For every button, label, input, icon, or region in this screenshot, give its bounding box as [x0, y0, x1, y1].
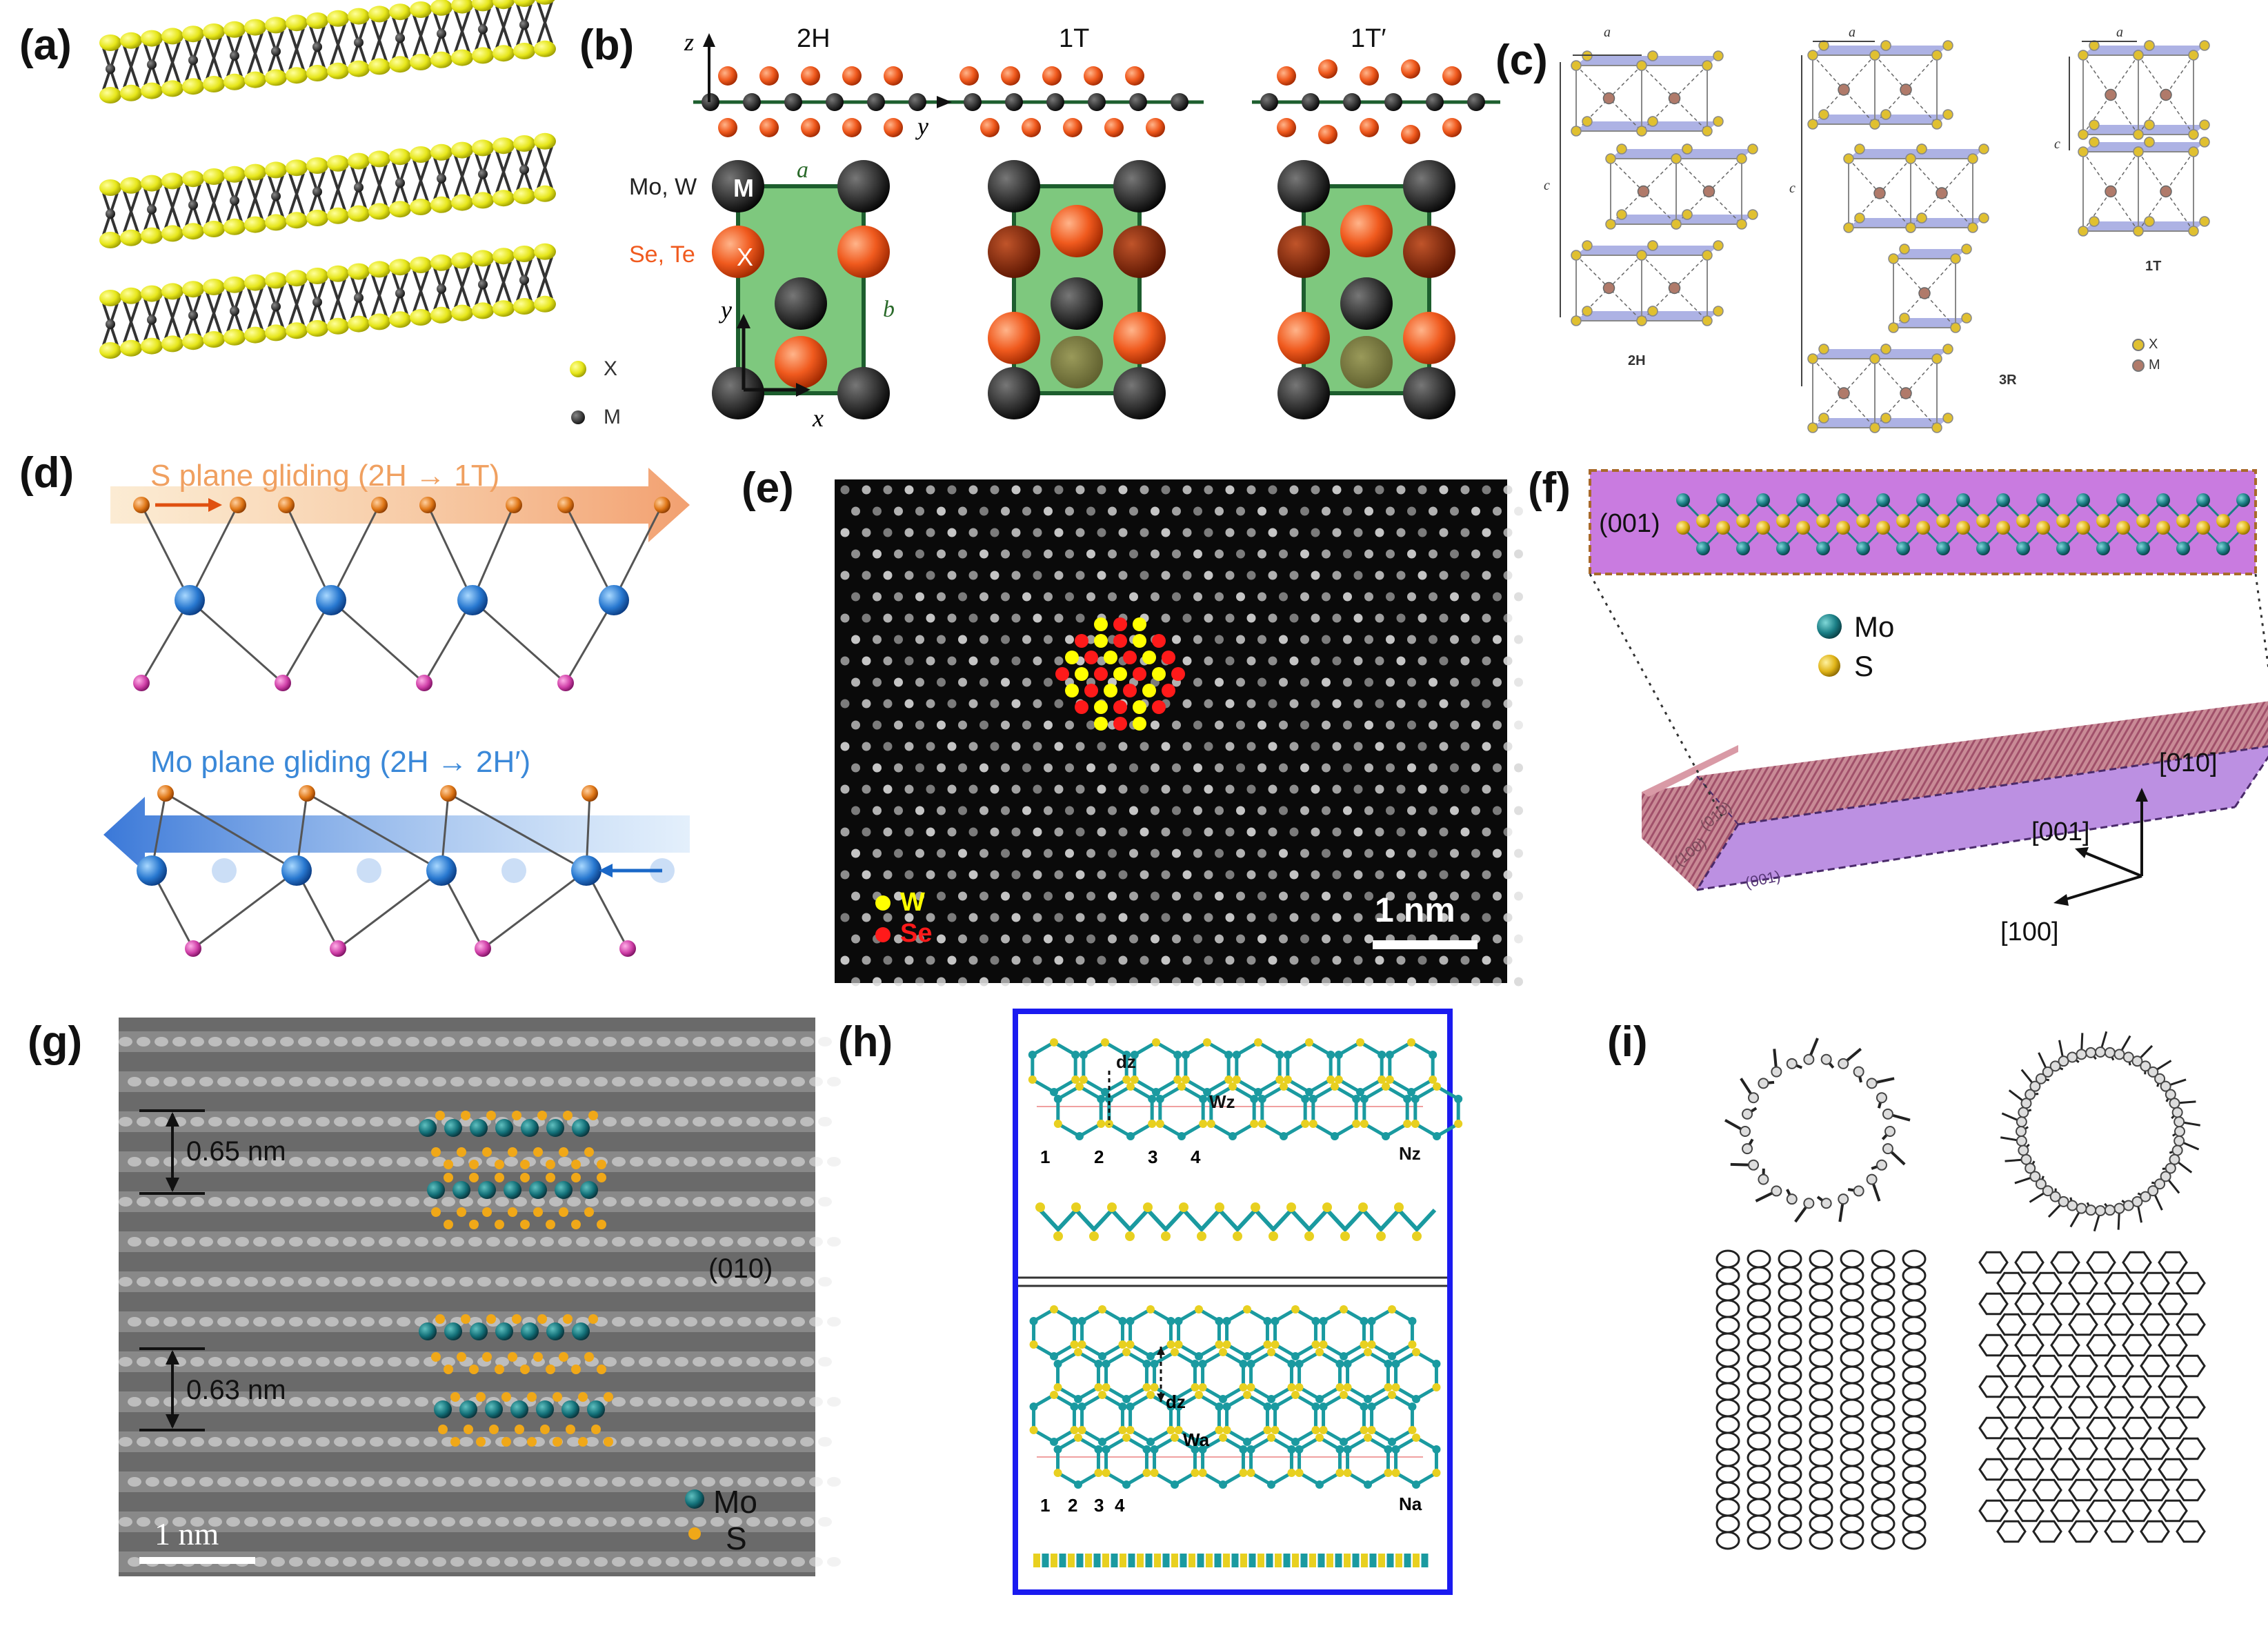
panel-c: 2H 3R 1T a a a c c c X M: [0, 0, 2268, 448]
index-2-top: 2: [1094, 1147, 1104, 1167]
panel-label-h: (h): [838, 1018, 893, 1066]
index-3-top: 3: [1148, 1147, 1158, 1167]
panel-label-e: (e): [742, 464, 794, 512]
metal-label: Mo, W: [629, 174, 697, 200]
spacing-top-label: 0.65 nm: [186, 1136, 286, 1167]
cell-x-axis-label: x: [813, 404, 824, 432]
s-plane-gliding-title: S plane gliding (2H → 1T): [150, 459, 500, 493]
panel-label-f: (f): [1528, 464, 1571, 512]
spacing-bottom-label: 0.63 nm: [186, 1375, 286, 1405]
axis-y-label: y: [917, 112, 928, 140]
phase-1t-prime-title: 1T′: [1351, 24, 1386, 53]
panel-label-d: (d): [19, 449, 74, 497]
lattice-a-label-2h: a: [1604, 25, 1611, 40]
index-3-bottom: 3: [1094, 1495, 1104, 1516]
panel-d: S plane gliding (2H → 1T) Mo plane glidi…: [0, 448, 759, 993]
legend-m-label: M: [604, 406, 621, 428]
legend-m-label-c: M: [2149, 357, 2160, 373]
panel-h: dz Wz Nz 1 2 3 4 dz Wa Na 1 2 3 4: [1013, 1009, 1463, 1595]
inset-plane-label: (001): [1599, 509, 1660, 538]
axis-z-label: z: [684, 28, 695, 56]
scale-bar-label-g: 1 nm: [155, 1516, 219, 1551]
phase-structures-diagram: [693, 33, 1500, 419]
legend-x-label: X: [604, 357, 618, 380]
legend-mo-label-f: Mo: [1854, 611, 1895, 643]
panel-label-a: (a): [19, 21, 72, 69]
cell-y-axis-label: y: [721, 296, 732, 324]
legend-s-label-f: S: [1854, 650, 1874, 682]
lattice-c-label-2h: c: [1544, 178, 1550, 193]
nanotube-structures-diagram: [1715, 1031, 2206, 1550]
polytype-unit-cells-diagram: [1560, 40, 2210, 433]
index-2-bottom: 2: [1068, 1495, 1078, 1516]
metal-symbol: M: [733, 174, 754, 202]
width-label-top: Wz: [1209, 1091, 1235, 1112]
hrtem-image-mos2: [119, 1018, 841, 1576]
layered-structure-illustration: [99, 0, 586, 424]
polytype-3r-label: 3R: [1999, 373, 2017, 388]
lattice-c-label-3r: c: [1789, 181, 1796, 196]
phase-2h-title: 2H: [797, 24, 830, 53]
polytype-2h-label: 2H: [1628, 353, 1646, 368]
index-1-top: 1: [1040, 1147, 1051, 1167]
chalcogen-label: Se, Te: [629, 241, 695, 268]
direction-100-label: [100]: [2000, 918, 2059, 946]
cell-b-label: b: [883, 297, 895, 322]
panel-e: W Se 1 nm: [835, 479, 1523, 986]
panel-label-c: (c): [1495, 37, 1548, 84]
legend-x-label-c: X: [2149, 337, 2158, 352]
legend-se-label: Se: [900, 919, 933, 948]
cell-a-label: a: [797, 157, 808, 183]
phase-1t-title: 1T: [1059, 24, 1090, 53]
n-label-bottom: Na: [1399, 1494, 1422, 1514]
dz-label-bottom: dz: [1166, 1391, 1186, 1412]
panel-label-g: (g): [28, 1018, 83, 1066]
nanoribbon-edges-diagram: [1013, 1009, 1463, 1595]
stem-image-wse2: [835, 479, 1523, 986]
mo-plane-gliding-title: Mo plane gliding (2H → 2H′): [150, 745, 531, 779]
panel-label-b: (b): [579, 21, 635, 69]
plane-010-label: (010): [708, 1253, 773, 1284]
width-label-bottom: Wa: [1183, 1429, 1210, 1450]
panel-f: (001) Mo S (010) (100) (001) [010] [001]…: [1518, 448, 2268, 973]
direction-001-label: [001]: [2031, 817, 2090, 846]
lattice-a-label-1t: a: [2116, 25, 2123, 40]
plane-gliding-diagram: [103, 468, 690, 957]
lattice-c-label-1t: c: [2054, 137, 2060, 152]
panel-g: 0.65 nm 0.63 nm (010) Mo S 1 nm: [119, 1018, 841, 1576]
nanoribbon-orientation-diagram: [1589, 469, 2268, 906]
n-label-top: Nz: [1399, 1143, 1421, 1164]
panel-label-i: (i): [1607, 1018, 1648, 1066]
direction-010-label: [010]: [2159, 748, 2218, 777]
polytype-1t-label: 1T: [2145, 259, 2162, 274]
lattice-a-label-3r: a: [1849, 25, 1856, 40]
index-4-bottom: 4: [1115, 1495, 1125, 1516]
index-1-bottom: 1: [1040, 1495, 1051, 1516]
legend-w-label: W: [900, 888, 925, 917]
chalcogen-symbol: X: [737, 243, 754, 271]
scale-bar-label-e: 1 nm: [1375, 891, 1455, 929]
legend-s-label-g: S: [726, 1520, 747, 1556]
panel-b: 2H 1T 1T′ z y Mo, W Se, Te M X a b y x: [0, 0, 1518, 448]
legend-mo-label-g: Mo: [713, 1484, 757, 1520]
index-4-top: 4: [1191, 1147, 1201, 1167]
panel-i: [1704, 1011, 2256, 1604]
dz-label-top: dz: [1116, 1051, 1136, 1072]
panel-a: X M: [0, 0, 621, 448]
